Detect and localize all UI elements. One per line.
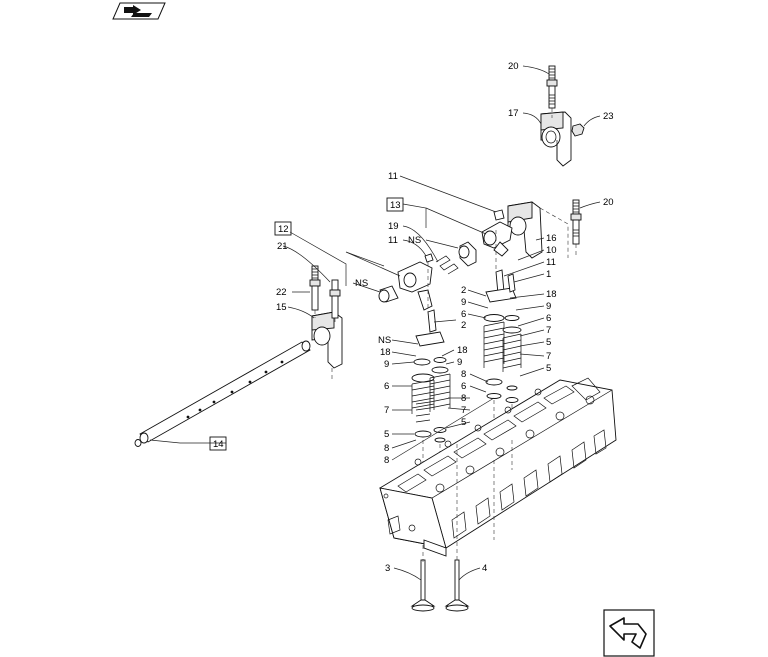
valve-3 bbox=[410, 559, 436, 612]
label-6-d: 6 bbox=[461, 381, 466, 392]
valve-assembly-right-front bbox=[483, 269, 517, 460]
label-8-b: 8 bbox=[461, 393, 466, 404]
label-13: 13 bbox=[390, 200, 401, 211]
label-5-c: 5 bbox=[384, 429, 389, 440]
label-2-a: 2 bbox=[461, 285, 466, 296]
leader-lines bbox=[149, 65, 601, 581]
label-8-c: 8 bbox=[384, 443, 389, 454]
bolt-22 bbox=[309, 265, 321, 318]
screw-11-left bbox=[424, 253, 434, 263]
valve-assembly-left-front bbox=[411, 309, 445, 560]
label-8-d: 8 bbox=[384, 455, 389, 466]
spring-19 bbox=[435, 255, 459, 275]
label-5-d: 5 bbox=[461, 417, 466, 428]
valve-4 bbox=[444, 559, 470, 612]
label-9-c: 9 bbox=[384, 359, 389, 370]
label-6-c: 6 bbox=[384, 381, 389, 392]
label-20-top: 20 bbox=[508, 61, 519, 72]
label-12: 12 bbox=[278, 224, 289, 235]
label-6-a: 6 bbox=[461, 309, 466, 320]
rocker-support-left bbox=[311, 311, 343, 369]
rocker-shaft bbox=[134, 340, 311, 447]
part-labels: 20 17 23 20 11 13 19 11 NS 16 10 11 1 12… bbox=[213, 61, 614, 574]
support-bolt-top bbox=[546, 65, 558, 118]
label-box-14 bbox=[209, 436, 227, 451]
label-4: 4 bbox=[482, 563, 487, 574]
rocker-support-right bbox=[507, 201, 569, 259]
label-6-b: 6 bbox=[546, 313, 551, 324]
label-18-c: 18 bbox=[457, 345, 468, 356]
label-3: 3 bbox=[385, 563, 390, 574]
navigation-arrow-icon[interactable] bbox=[603, 609, 655, 657]
rocker-support-top bbox=[540, 111, 572, 167]
label-11-mid: 11 bbox=[388, 235, 398, 246]
label-2-b: 2 bbox=[461, 320, 466, 331]
label-15: 15 bbox=[276, 302, 287, 313]
label-box-13 bbox=[386, 197, 404, 212]
label-11-right: 11 bbox=[546, 257, 556, 268]
label-box-12 bbox=[274, 221, 292, 236]
label-18-a: 18 bbox=[546, 289, 557, 300]
label-ns-center: NS bbox=[378, 335, 391, 346]
rocker-arm-left bbox=[397, 261, 433, 311]
label-9-b: 9 bbox=[546, 301, 551, 312]
label-19: 19 bbox=[388, 221, 399, 232]
label-10: 10 bbox=[546, 245, 557, 256]
cylinder-head bbox=[379, 377, 617, 557]
label-9-d: 9 bbox=[457, 357, 462, 368]
alignment-lines bbox=[331, 230, 513, 562]
label-ns-left: NS bbox=[355, 278, 368, 289]
label-21: 21 bbox=[277, 241, 288, 252]
label-14: 14 bbox=[213, 439, 224, 450]
bushing-ns-right bbox=[458, 241, 477, 267]
label-11-top: 11 bbox=[388, 171, 398, 182]
label-7-d: 7 bbox=[461, 405, 466, 416]
label-7-c: 7 bbox=[384, 405, 389, 416]
label-7-a: 7 bbox=[546, 325, 551, 336]
book-arrow-icon[interactable] bbox=[112, 2, 166, 20]
label-16: 16 bbox=[546, 233, 557, 244]
label-5-b: 5 bbox=[546, 363, 551, 374]
nut-23 bbox=[571, 123, 585, 137]
label-9-a: 9 bbox=[461, 297, 466, 308]
label-7-b: 7 bbox=[546, 351, 551, 362]
label-8-a: 8 bbox=[461, 369, 466, 380]
rocker-arm-right bbox=[481, 209, 513, 257]
bolt-21 bbox=[329, 279, 341, 324]
label-22: 22 bbox=[276, 287, 287, 298]
support-bolt-right bbox=[570, 199, 582, 258]
label-1: 1 bbox=[546, 269, 551, 280]
label-5-a: 5 bbox=[546, 337, 551, 348]
label-17: 17 bbox=[508, 108, 519, 119]
label-18-b: 18 bbox=[380, 347, 391, 358]
bushing-ns-left bbox=[378, 285, 399, 303]
label-ns-right: NS bbox=[408, 235, 421, 246]
label-23: 23 bbox=[603, 111, 614, 122]
label-20-right: 20 bbox=[603, 197, 614, 208]
